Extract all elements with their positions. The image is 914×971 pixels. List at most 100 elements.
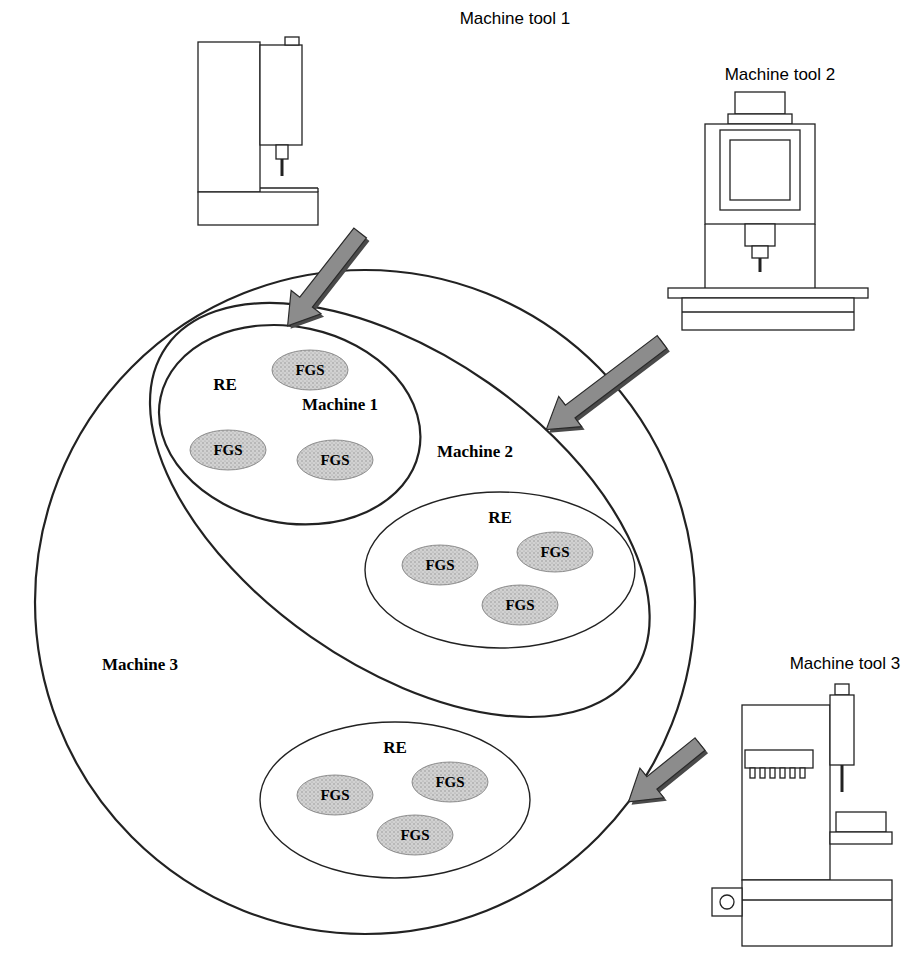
ellipse-label: RE [213,375,237,395]
fgs-shape [190,430,266,470]
fgs-label: FGS [213,442,242,459]
fgs-ellipse: FGS [412,762,488,802]
machine-tool-1-drawing-part [198,42,260,192]
fgs-ellipse: FGS [482,585,558,625]
machine-tool-3-drawing-part [745,750,813,768]
text-slot: FGS [320,786,349,804]
block-arrow [629,738,705,802]
fgs-ellipse: FGS [297,440,373,480]
machine-tool-label: Machine tool 3 [790,654,901,674]
machine-tool-3-drawing-part [742,705,830,880]
machine-tool: Machine tool 1 [190,5,600,233]
fgs-label: FGS [425,557,454,574]
machine-tool-2-drawing-part [705,124,815,224]
text-slot: RE [488,508,512,528]
text-slot: Machine 3 [102,655,178,675]
re-ellipse: RE FGS FGS FGS [260,722,530,878]
ellipse-shape [140,302,439,549]
machine-tool-3-drawing-part [830,832,892,844]
fgs-label: FGS [435,774,464,791]
machine-tool-2-drawing-part [752,246,768,258]
ellipse-label: Machine 3 [102,655,178,675]
fgs-shape [402,545,478,585]
machine-tool-3-drawing-part [790,768,795,778]
arrow-group [546,336,670,433]
machine-tool-label: Machine tool 1 [460,9,571,29]
machine-tool-3-drawing-part [712,888,742,916]
fgs-label: FGS [295,362,324,379]
fgs-shape [517,532,593,572]
ellipse-label: RE [488,508,512,528]
fgs-ellipse: FGS [297,775,373,815]
machine-tool: Machine tool 3 [700,648,908,958]
text-slot: FGS [400,826,429,844]
fgs-shape [412,762,488,802]
fgs-label: FGS [505,597,534,614]
fgs-ellipse: FGS [517,532,593,572]
ellipse-shape [365,492,635,648]
text-slot: Machine tool 1 [460,9,571,29]
text-slot: FGS [320,451,349,469]
arrow-group [629,738,708,805]
machine-tool-1-drawing-part [317,188,318,192]
fgs-label: FGS [400,827,429,844]
fgs-label: FGS [540,544,569,561]
machine-tool-3-drawing-part [836,812,886,832]
machine-tool-2-drawing-part [814,224,815,288]
machine-ellipse: RE Machine 1 FGS FGS FGS [159,325,420,524]
machine-tool-3-drawing-part [720,895,734,909]
fgs-ellipse: FGS [272,350,348,390]
ellipse-shape [260,722,530,878]
text-slot: FGS [425,556,454,574]
ellipse-outline [35,270,695,934]
text-slot: Machine 1 [302,395,378,415]
machine-tool: Machine tool 2 [650,60,890,342]
machine-tool-3-drawing-part [742,899,892,900]
text-slot: FGS [540,543,569,561]
machine-tool-3-drawing-part [830,695,854,765]
fgs-shape [377,815,453,855]
machine-tool-1-drawing [198,37,318,225]
ellipse-label: Machine 1 [302,395,378,415]
text-slot: Machine 2 [437,442,513,462]
machine-tool-1-drawing-part [276,145,288,159]
machine-tool-3-drawing-part [841,765,844,792]
arrow-shadow [549,339,670,433]
machine-tool-2-drawing-part [704,224,705,288]
fgs-ellipse: FGS [377,815,453,855]
arrow-shadow [291,231,370,329]
arrow-shadow [632,741,708,805]
machine-tool-2-drawing-part [745,224,775,246]
machine-tool-2-drawing-part [735,92,785,114]
ellipse-shape [78,220,723,801]
text-slot: FGS [505,596,534,614]
machine-ellipse: Machine 2 RE Machine 1 FGS FGS FGS RE FGS FGS FGS [150,303,650,717]
fgs-ellipse: FGS [190,430,266,470]
re-ellipse: RE FGS FGS FGS [365,492,635,648]
fgs-shape [297,775,373,815]
text-slot: RE [213,375,237,395]
ellipse-label: Machine 2 [437,442,513,462]
fgs-label: FGS [320,787,349,804]
machine-tool-2-drawing-part [730,140,790,200]
machine-tool-2-drawing [668,92,868,330]
machine-tool-3-drawing-part [780,768,785,778]
arrow-group [288,228,370,329]
machine-tool-2-drawing-part [668,288,868,298]
ellipse-outline [150,303,650,717]
text-slot: FGS [295,361,324,379]
machine-tool-1-drawing-part [260,187,318,188]
machine-tool-3-drawing-part [760,768,765,778]
machine-ellipse: Machine 3Machine 2REMachine 1FGSFGSFGSRE… [35,270,695,934]
machine-tool-2-drawing-part [720,130,800,210]
ellipse-label: RE [383,738,407,758]
block-arrow [546,336,667,430]
fgs-shape [272,350,348,390]
text-slot: Machine tool 2 [725,65,836,85]
text-slot: Machine tool 3 [790,654,901,674]
machine-tool-3-drawing-part [770,768,775,778]
machine-tool-3-drawing-part [835,684,849,695]
